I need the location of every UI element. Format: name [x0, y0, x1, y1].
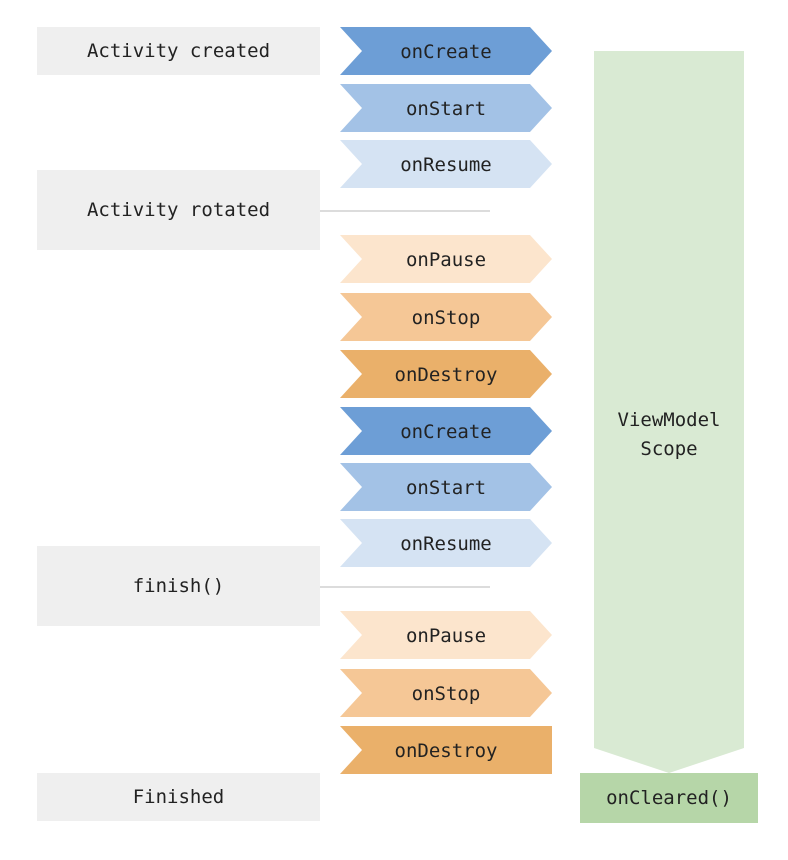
lifecycle-step: onCreate — [340, 407, 552, 455]
viewmodel-scope-arrow — [594, 51, 744, 773]
event-label: finish() — [132, 575, 225, 597]
lifecycle-chevron — [340, 235, 552, 283]
lifecycle-step: onStop — [340, 669, 552, 717]
lifecycle-step: onPause — [340, 235, 552, 283]
event-activity-created: Activity created — [37, 27, 320, 75]
lifecycle-label: onDestroy — [395, 364, 498, 386]
lifecycle-label: onPause — [406, 249, 486, 271]
lifecycle-label: onStart — [406, 477, 486, 499]
lifecycle-step: onResume — [340, 140, 552, 188]
lifecycle-label: onCreate — [400, 41, 492, 63]
event-activity-rotated: Activity rotated — [37, 170, 320, 250]
event-finished: Finished — [37, 773, 320, 821]
lifecycle-label: onStart — [406, 98, 486, 120]
lifecycle-label: onStop — [412, 683, 481, 705]
lifecycle-chevron — [340, 350, 552, 398]
lifecycle-step: onPause — [340, 611, 552, 659]
lifecycle-step: onCreate — [340, 27, 552, 75]
lifecycle-label: onPause — [406, 625, 486, 647]
lifecycle-label: onResume — [400, 533, 492, 555]
lifecycle-label: onCreate — [400, 421, 492, 443]
lifecycle-label: onStop — [412, 307, 481, 329]
lifecycle-step: onDestroy — [340, 350, 552, 398]
oncleared-box: onCleared() — [580, 773, 758, 823]
lifecycle-step: onResume — [340, 519, 552, 567]
lifecycle-label: onDestroy — [395, 740, 498, 762]
event-label: Activity rotated — [86, 199, 271, 221]
lifecycle-chevron — [340, 669, 552, 717]
event-label: Finished — [132, 786, 225, 808]
event-label: Activity created — [86, 40, 271, 62]
lifecycle-chevron — [340, 463, 552, 511]
lifecycle-chevron — [340, 611, 552, 659]
lifecycle-chevron — [340, 519, 552, 567]
lifecycle-step: onStop — [340, 293, 552, 341]
event-finish: finish() — [37, 546, 320, 626]
lifecycle-chevron-final — [340, 726, 552, 774]
lifecycle-chevron — [340, 407, 552, 455]
lifecycle-chevron — [340, 293, 552, 341]
scope-label-line2: Scope — [640, 438, 697, 460]
lifecycle-step: onStart — [340, 84, 552, 132]
lifecycle-step: onDestroy — [340, 726, 552, 774]
oncleared-label: onCleared() — [606, 787, 732, 809]
lifecycle-chevron — [340, 84, 552, 132]
lifecycle-step: onStart — [340, 463, 552, 511]
scope-label-line1: ViewModel — [618, 409, 721, 431]
lifecycle-chevron — [340, 140, 552, 188]
lifecycle-label: onResume — [400, 154, 492, 176]
lifecycle-chevron — [340, 27, 552, 75]
